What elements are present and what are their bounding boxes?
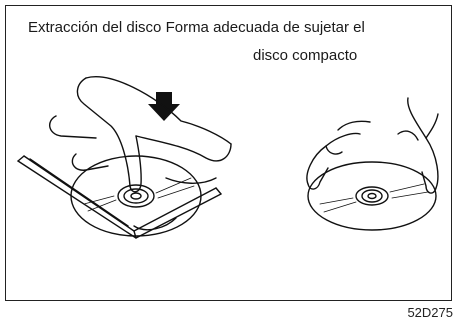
disc-removal-illustration bbox=[17, 76, 232, 239]
figure-code: 52D275 bbox=[407, 305, 453, 320]
disc-holding-illustration bbox=[306, 97, 439, 231]
disc-icon bbox=[307, 161, 437, 231]
disc-icon bbox=[70, 155, 202, 237]
right-hand-icon bbox=[397, 97, 439, 194]
figure-frame: Extracción del disco Forma adecuada de s… bbox=[5, 5, 452, 301]
hand-icon bbox=[49, 76, 232, 231]
caption-line-1: Extracción del disco Forma adecuada de s… bbox=[28, 19, 365, 36]
caption-line-2: disco compacto bbox=[253, 47, 358, 64]
disc-case-icon bbox=[17, 155, 222, 239]
left-hand-icon bbox=[306, 120, 371, 190]
